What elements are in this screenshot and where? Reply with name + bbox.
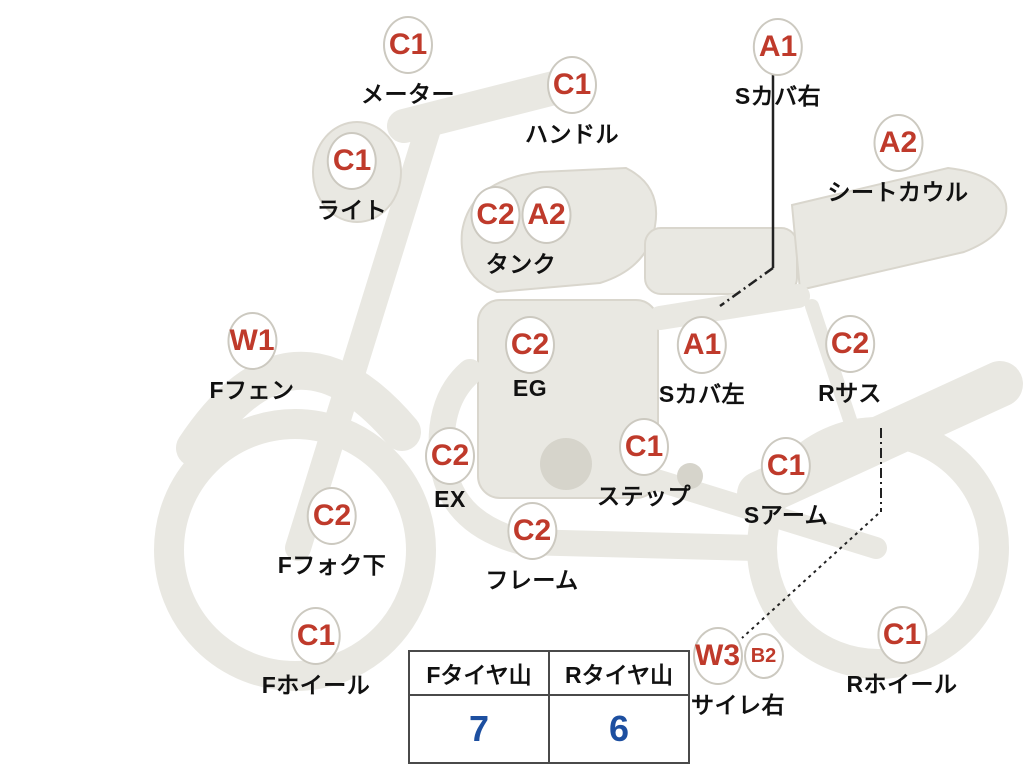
condition-codes: C1: [547, 56, 597, 114]
part-name: Sカバ左: [658, 381, 746, 407]
part-name: Rホイール: [846, 671, 958, 697]
part-label-f-fender: W1 Fフェン: [209, 312, 294, 405]
part-label-s-cover-right: A1 Sカバ右: [735, 18, 821, 111]
part-label-meter: C1 メーター: [361, 16, 455, 109]
part-name: EX: [434, 486, 466, 512]
part-name: ステップ: [597, 483, 691, 509]
condition-codes: C2: [825, 315, 875, 373]
part-name: Fフェン: [209, 377, 295, 403]
leader-line-silencer-lower: [741, 513, 879, 639]
part-label-r-wheel: C1 Rホイール: [846, 606, 957, 699]
condition-badge: C1: [327, 132, 377, 190]
condition-codes: C2: [425, 427, 475, 485]
tire-tread-front-value: 7: [408, 694, 550, 764]
part-name: シートカウル: [827, 179, 969, 205]
condition-codes: C2: [505, 316, 555, 374]
condition-codes: C1: [327, 132, 377, 190]
condition-badge: B2: [743, 633, 784, 679]
part-label-seat-cowl: A2 シートカウル: [828, 114, 969, 207]
tire-tread-rear-value: 6: [548, 694, 690, 764]
condition-codes: C2 A2: [470, 186, 572, 244]
condition-badge: W1: [227, 312, 277, 370]
condition-badge: W3: [692, 627, 743, 685]
tire-table-header-front: Fタイヤ山: [408, 650, 550, 696]
tire-tread-table: Fタイヤ山 Rタイヤ山 7 6: [408, 650, 690, 764]
condition-badge: C2: [470, 186, 521, 244]
part-label-frame: C2 フレーム: [485, 502, 578, 595]
part-name: Rサス: [818, 380, 882, 406]
condition-codes: C2: [307, 487, 357, 545]
condition-badge: C1: [761, 437, 811, 495]
condition-badge: C1: [291, 607, 341, 665]
part-name: Fフォク下: [277, 552, 387, 578]
condition-badge: C2: [307, 487, 357, 545]
condition-codes: A1: [753, 18, 803, 76]
part-label-f-wheel: C1 Fホイール: [262, 607, 371, 700]
part-label-s-arm: C1 Sアーム: [744, 437, 828, 530]
front-fender-shape: [176, 351, 421, 467]
part-label-ex: C2 EX: [425, 427, 475, 513]
condition-codes: W3 B2: [692, 627, 784, 685]
part-name: フレーム: [485, 567, 579, 593]
part-label-engine: C2 EG: [505, 316, 555, 402]
tire-table-value-row: 7 6: [408, 694, 690, 764]
part-label-step: C1 ステップ: [597, 418, 691, 511]
front-wheel-shape: [154, 409, 436, 691]
leader-line-s-cover-right-dash: [719, 266, 774, 308]
condition-badge: A2: [873, 114, 923, 172]
condition-codes: C2: [507, 502, 557, 560]
engine-case-shape: [540, 438, 592, 490]
condition-codes: A2: [873, 114, 923, 172]
condition-badge: C2: [505, 316, 555, 374]
part-name: ハンドル: [525, 121, 619, 147]
condition-badge: C1: [547, 56, 597, 114]
condition-codes: W1: [227, 312, 277, 370]
handlebar-shape: [387, 71, 571, 143]
part-name: サイレ右: [691, 692, 785, 718]
part-name: ライト: [316, 197, 388, 223]
part-label-light: C1 ライト: [317, 132, 388, 225]
part-label-tank: C2 A2 タンク: [470, 186, 572, 279]
condition-badge: C2: [507, 502, 557, 560]
foot-peg-shape: [677, 463, 703, 489]
seat-cowl-shape: [790, 166, 1008, 292]
subframe-shape: [648, 284, 810, 330]
condition-badge: A2: [521, 186, 572, 244]
condition-badge: C2: [425, 427, 475, 485]
part-name: EG: [512, 375, 548, 401]
condition-badge: C1: [383, 16, 433, 74]
condition-codes: C1: [877, 606, 927, 664]
tire-table-header-rear: Rタイヤ山: [548, 650, 690, 696]
part-label-handle: C1 ハンドル: [525, 56, 619, 149]
tire-table-header-row: Fタイヤ山 Rタイヤ山: [408, 650, 690, 696]
part-name: Fホイール: [261, 672, 371, 698]
part-label-silencer-right: W3 B2 サイレ右: [691, 627, 785, 720]
part-name: Sカバ右: [734, 83, 822, 109]
part-name: メーター: [361, 81, 455, 107]
rear-suspension-shape: [805, 299, 869, 463]
condition-badge: A1: [677, 316, 727, 374]
condition-badge: C2: [825, 315, 875, 373]
part-name: タンク: [485, 251, 557, 277]
condition-codes: C1: [761, 437, 811, 495]
part-label-r-sus: C2 Rサス: [818, 315, 882, 408]
front-fork-shape: [285, 103, 445, 561]
condition-codes: C1: [291, 607, 341, 665]
condition-badge: A1: [753, 18, 803, 76]
condition-codes: C1: [619, 418, 669, 476]
condition-badge: C1: [619, 418, 669, 476]
part-label-f-fork-lower: C2 Fフォク下: [278, 487, 387, 580]
condition-badge: C1: [877, 606, 927, 664]
part-label-s-cover-left: A1 Sカバ左: [659, 316, 745, 409]
part-name: Sアーム: [743, 502, 829, 528]
condition-codes: A1: [677, 316, 727, 374]
condition-codes: C1: [383, 16, 433, 74]
